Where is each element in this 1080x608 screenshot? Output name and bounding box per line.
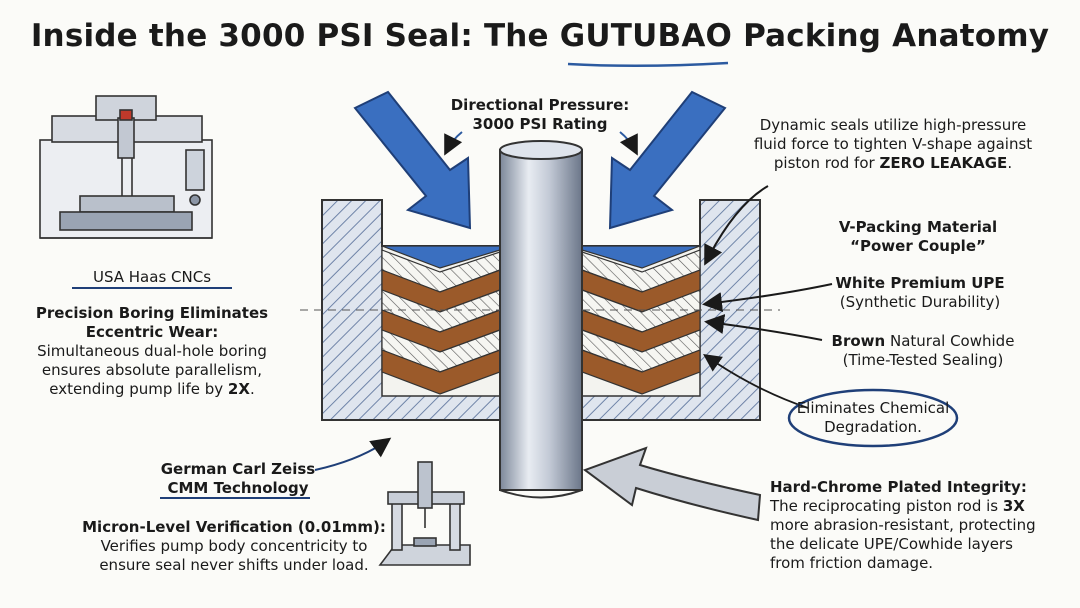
dynamic-seal-note: Dynamic seals utilize high-pressure flui… (728, 116, 1058, 173)
haas-body2: ensures absolute parallelism, (41, 361, 263, 379)
cowhide-bold: Brown (831, 332, 886, 350)
haas-description: Precision Boring Eliminates Eccentric We… (20, 304, 284, 399)
zero-leakage: ZERO LEAKAGE (879, 154, 1008, 172)
dynamic-line2: fluid force to tighten V-shape against (753, 135, 1033, 153)
chrome-head: Hard-Chrome Plated Integrity: (770, 478, 1027, 496)
haas-body3-post: . (249, 380, 255, 398)
cowhide-rest: Natural Cowhide (885, 332, 1015, 350)
zeiss-line2: CMM Technology (167, 479, 309, 497)
pressure-line2: 3000 PSI Rating (472, 115, 608, 133)
chrome-body1-pre: The reciprocating piston rod is (770, 497, 1003, 515)
v-packing-left (381, 249, 501, 395)
chrome-body4: from friction damage. (770, 554, 934, 572)
haas-body1: Simultaneous dual-hole boring (37, 342, 267, 360)
chem-callout-ring (787, 388, 959, 448)
chrome-body3: the delicate UPE/Cowhide layers (770, 535, 1013, 553)
haas-body3-pre: extending pump life by (49, 380, 228, 398)
haas-head1: Precision Boring Eliminates (35, 304, 269, 322)
cowhide-label: Brown Natural Cowhide (Time-Tested Seali… (818, 332, 1028, 370)
haas-label: USA Haas CNCs (92, 268, 212, 286)
zeiss-body2: ensure seal never shifts under load. (99, 556, 369, 574)
v-packing-right (581, 249, 701, 395)
zeiss-description: Micron-Level Verification (0.01mm): Veri… (64, 518, 404, 575)
v-packing-heading: V-Packing Material “Power Couple” (818, 218, 1018, 256)
title-prefix: Inside the 3000 PSI Seal: The (30, 18, 560, 54)
haas-2x: 2X (227, 380, 250, 398)
chem-line2: Degradation. (824, 418, 922, 436)
upe-label: White Premium UPE (Synthetic Durability) (820, 274, 1020, 312)
piston-rod (499, 140, 583, 499)
chem-callout: Eliminates Chemical Degradation. (793, 399, 953, 437)
vpacking-line1: V-Packing Material (838, 218, 998, 236)
cowhide-line: Brown Natural Cowhide (818, 332, 1028, 351)
zeiss-body1: Verifies pump body concentricity to (100, 537, 368, 555)
chrome-description: Hard-Chrome Plated Integrity: The recipr… (770, 478, 1070, 573)
dynamic-line3-post: . (1007, 154, 1013, 172)
haas-body3: extending pump life by 2X. (20, 380, 284, 399)
dynamic-line3-pre: piston rod for (773, 154, 880, 172)
chrome-body2: more abrasion-resistant, protecting (770, 516, 1036, 534)
title-suffix: Packing Anatomy (732, 18, 1050, 54)
cowhide-sub: (Time-Tested Sealing) (842, 351, 1004, 369)
chrome-3x: 3X (1002, 497, 1025, 515)
pressure-line1: Directional Pressure: (450, 96, 630, 114)
pressure-arrow-right (608, 90, 727, 230)
haas-head2: Eccentric Wear: (85, 323, 219, 341)
chem-line1: Eliminates Chemical (796, 399, 950, 417)
vpacking-line2: “Power Couple” (850, 237, 986, 255)
pressure-label: Directional Pressure: 3000 PSI Rating (420, 96, 660, 134)
title-underline (567, 61, 729, 68)
cnc-machine-icon (39, 95, 213, 239)
zeiss-label: German Carl Zeiss CMM Technology (148, 460, 328, 498)
title-brand: GUTUBAO (559, 18, 733, 54)
chrome-arrow (582, 446, 762, 522)
zeiss-line1: German Carl Zeiss (160, 460, 316, 478)
zeiss-head: Micron-Level Verification (0.01mm): (82, 518, 386, 536)
page-title: Inside the 3000 PSI Seal: The GUTUBAO Pa… (0, 18, 1080, 54)
chrome-body1: The reciprocating piston rod is 3X (770, 497, 1070, 516)
cmm-machine-icon (378, 461, 471, 566)
pressure-arrow-left (353, 90, 472, 230)
upe-sub: (Synthetic Durability) (839, 293, 1001, 311)
dynamic-line1: Dynamic seals utilize high-pressure (759, 116, 1027, 134)
upe-bold: White Premium UPE (835, 274, 1005, 292)
dynamic-line3: piston rod for ZERO LEAKAGE. (728, 154, 1058, 173)
